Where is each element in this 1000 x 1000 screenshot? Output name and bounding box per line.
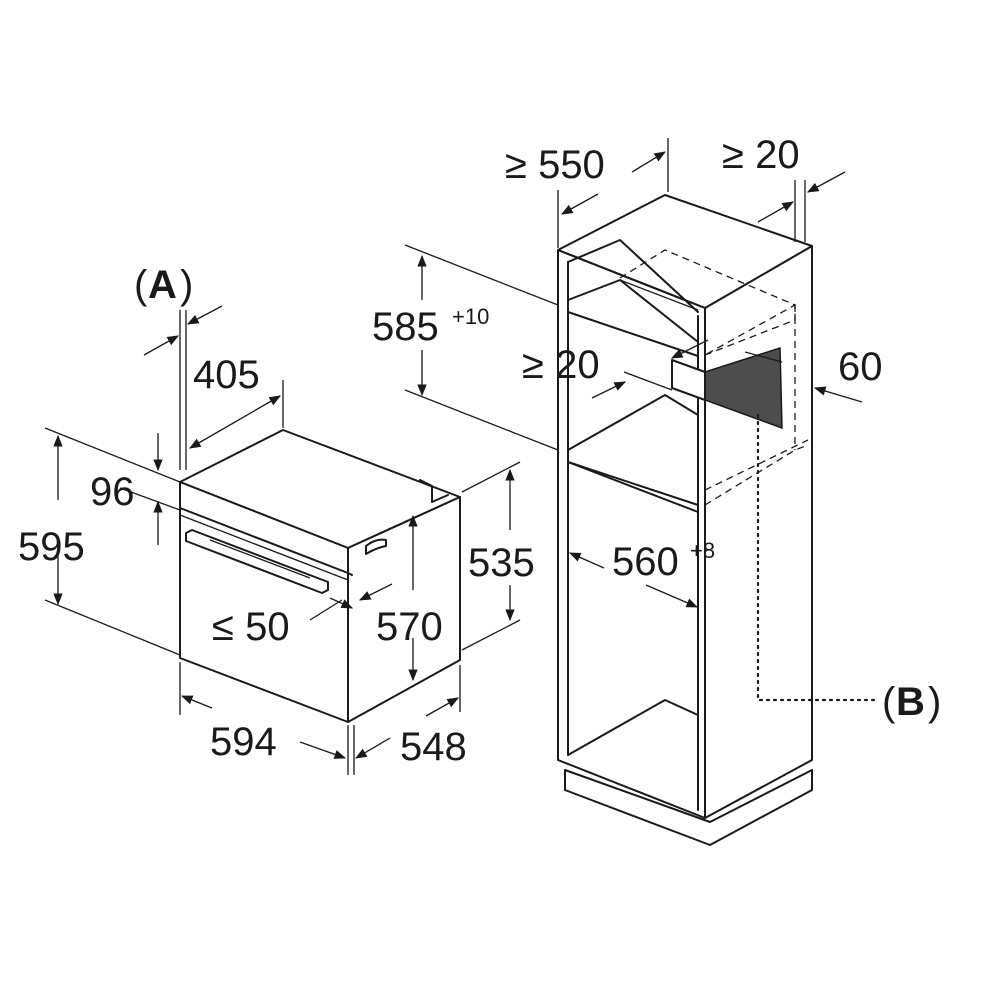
dim-a-arrow-left [143,335,180,356]
cabinet-upper-shelf-back [619,279,699,311]
dim-560-label: 560 [612,540,679,584]
oven-dimensions [44,305,521,775]
ext-535-top [461,461,521,493]
oven-control-panel-line [179,507,353,576]
dim-50-arrow-a [329,597,354,609]
ext-96-top [119,487,181,511]
a-marker-open: ( [134,263,148,307]
dim-560-arrow-right [645,584,699,608]
oven-door-line [179,514,349,581]
dim-20mid-arrow-b [670,339,709,359]
oven-drawing [179,429,461,723]
labels: ( A ) 405 96 595 ≤ 50 570 535 594 548 ≥ … [18,133,941,769]
dim-50-leader [309,599,343,621]
dim-594-arrow-left [180,695,213,709]
dim-550-arrow-right [631,151,667,173]
cabinet-mid-shelf [567,394,699,506]
ventilation-slot-front [671,359,706,401]
cabinet-dimensions [404,138,877,702]
cabinet-front-frame [557,249,706,819]
cabinet-mid-shelf-front [567,461,699,513]
dim-585-tolerance: +10 [452,304,489,329]
dim-548-label: 548 [400,725,467,769]
dim-20-top-label: ≥ 20 [722,133,800,177]
dim-a-arrow-right [186,305,223,325]
cabinet-plinth [564,769,813,846]
ext-585-top [404,244,559,306]
b-marker-close: ) [928,680,941,724]
ext-595-top [44,427,181,483]
dim-20-mid-label: ≥ 20 [522,343,600,387]
dim-50-label: ≤ 50 [212,605,290,649]
dim-594-label: 594 [210,720,277,764]
niche-top-dashed [619,249,797,356]
dim-20mid-tick [623,371,673,391]
a-marker-letter: A [148,263,177,307]
b-marker-leader [756,413,877,702]
niche-bottom-dashed [704,444,809,506]
dim-405-label: 405 [193,353,260,397]
dim-560-arrow-left [568,552,605,569]
ext-535-bottom [461,619,521,651]
dim-550-label: ≥ 550 [505,143,605,187]
dim-585-label: 585 [372,305,439,349]
b-marker-letter: B [896,680,925,724]
a-marker-close: ) [180,263,193,307]
dim-60-arrow [813,386,863,403]
cabinet-drawing [557,194,813,846]
cabinet-upper-shelf [567,279,699,357]
ext-595-bottom [44,599,181,656]
oven-vent-notch [419,479,449,503]
dim-405-line [188,395,282,449]
dim-550-arrow-left [560,193,599,215]
dim-20top-arrow-a [757,201,795,223]
dim-560-tolerance: +8 [690,538,715,563]
oven-handle-grip [209,539,311,579]
ext-60 [744,351,783,363]
cabinet-bottom-inner [567,699,699,756]
dim-60-label: 60 [838,345,883,389]
dim-20top-arrow-b [806,171,846,193]
ext-585-bottom [404,389,559,451]
dim-548-arrow-right [425,697,460,717]
oven-side-face [347,496,461,723]
oven-handle [185,529,329,594]
dim-96-label: 96 [90,470,135,514]
dim-535-label: 535 [468,541,535,585]
cabinet-right-side [704,245,813,819]
oven-side-knob [365,538,387,555]
dim-50-arrow-b [358,583,393,601]
dim-570-label: 570 [376,605,443,649]
dim-595-label: 595 [18,525,85,569]
cabinet-top-inner [567,239,699,313]
dim-548-arrow-left [354,737,391,759]
dim-20mid-arrow-a [591,381,627,399]
dim-594-arrow-right [299,741,347,759]
b-marker-open: ( [882,680,896,724]
